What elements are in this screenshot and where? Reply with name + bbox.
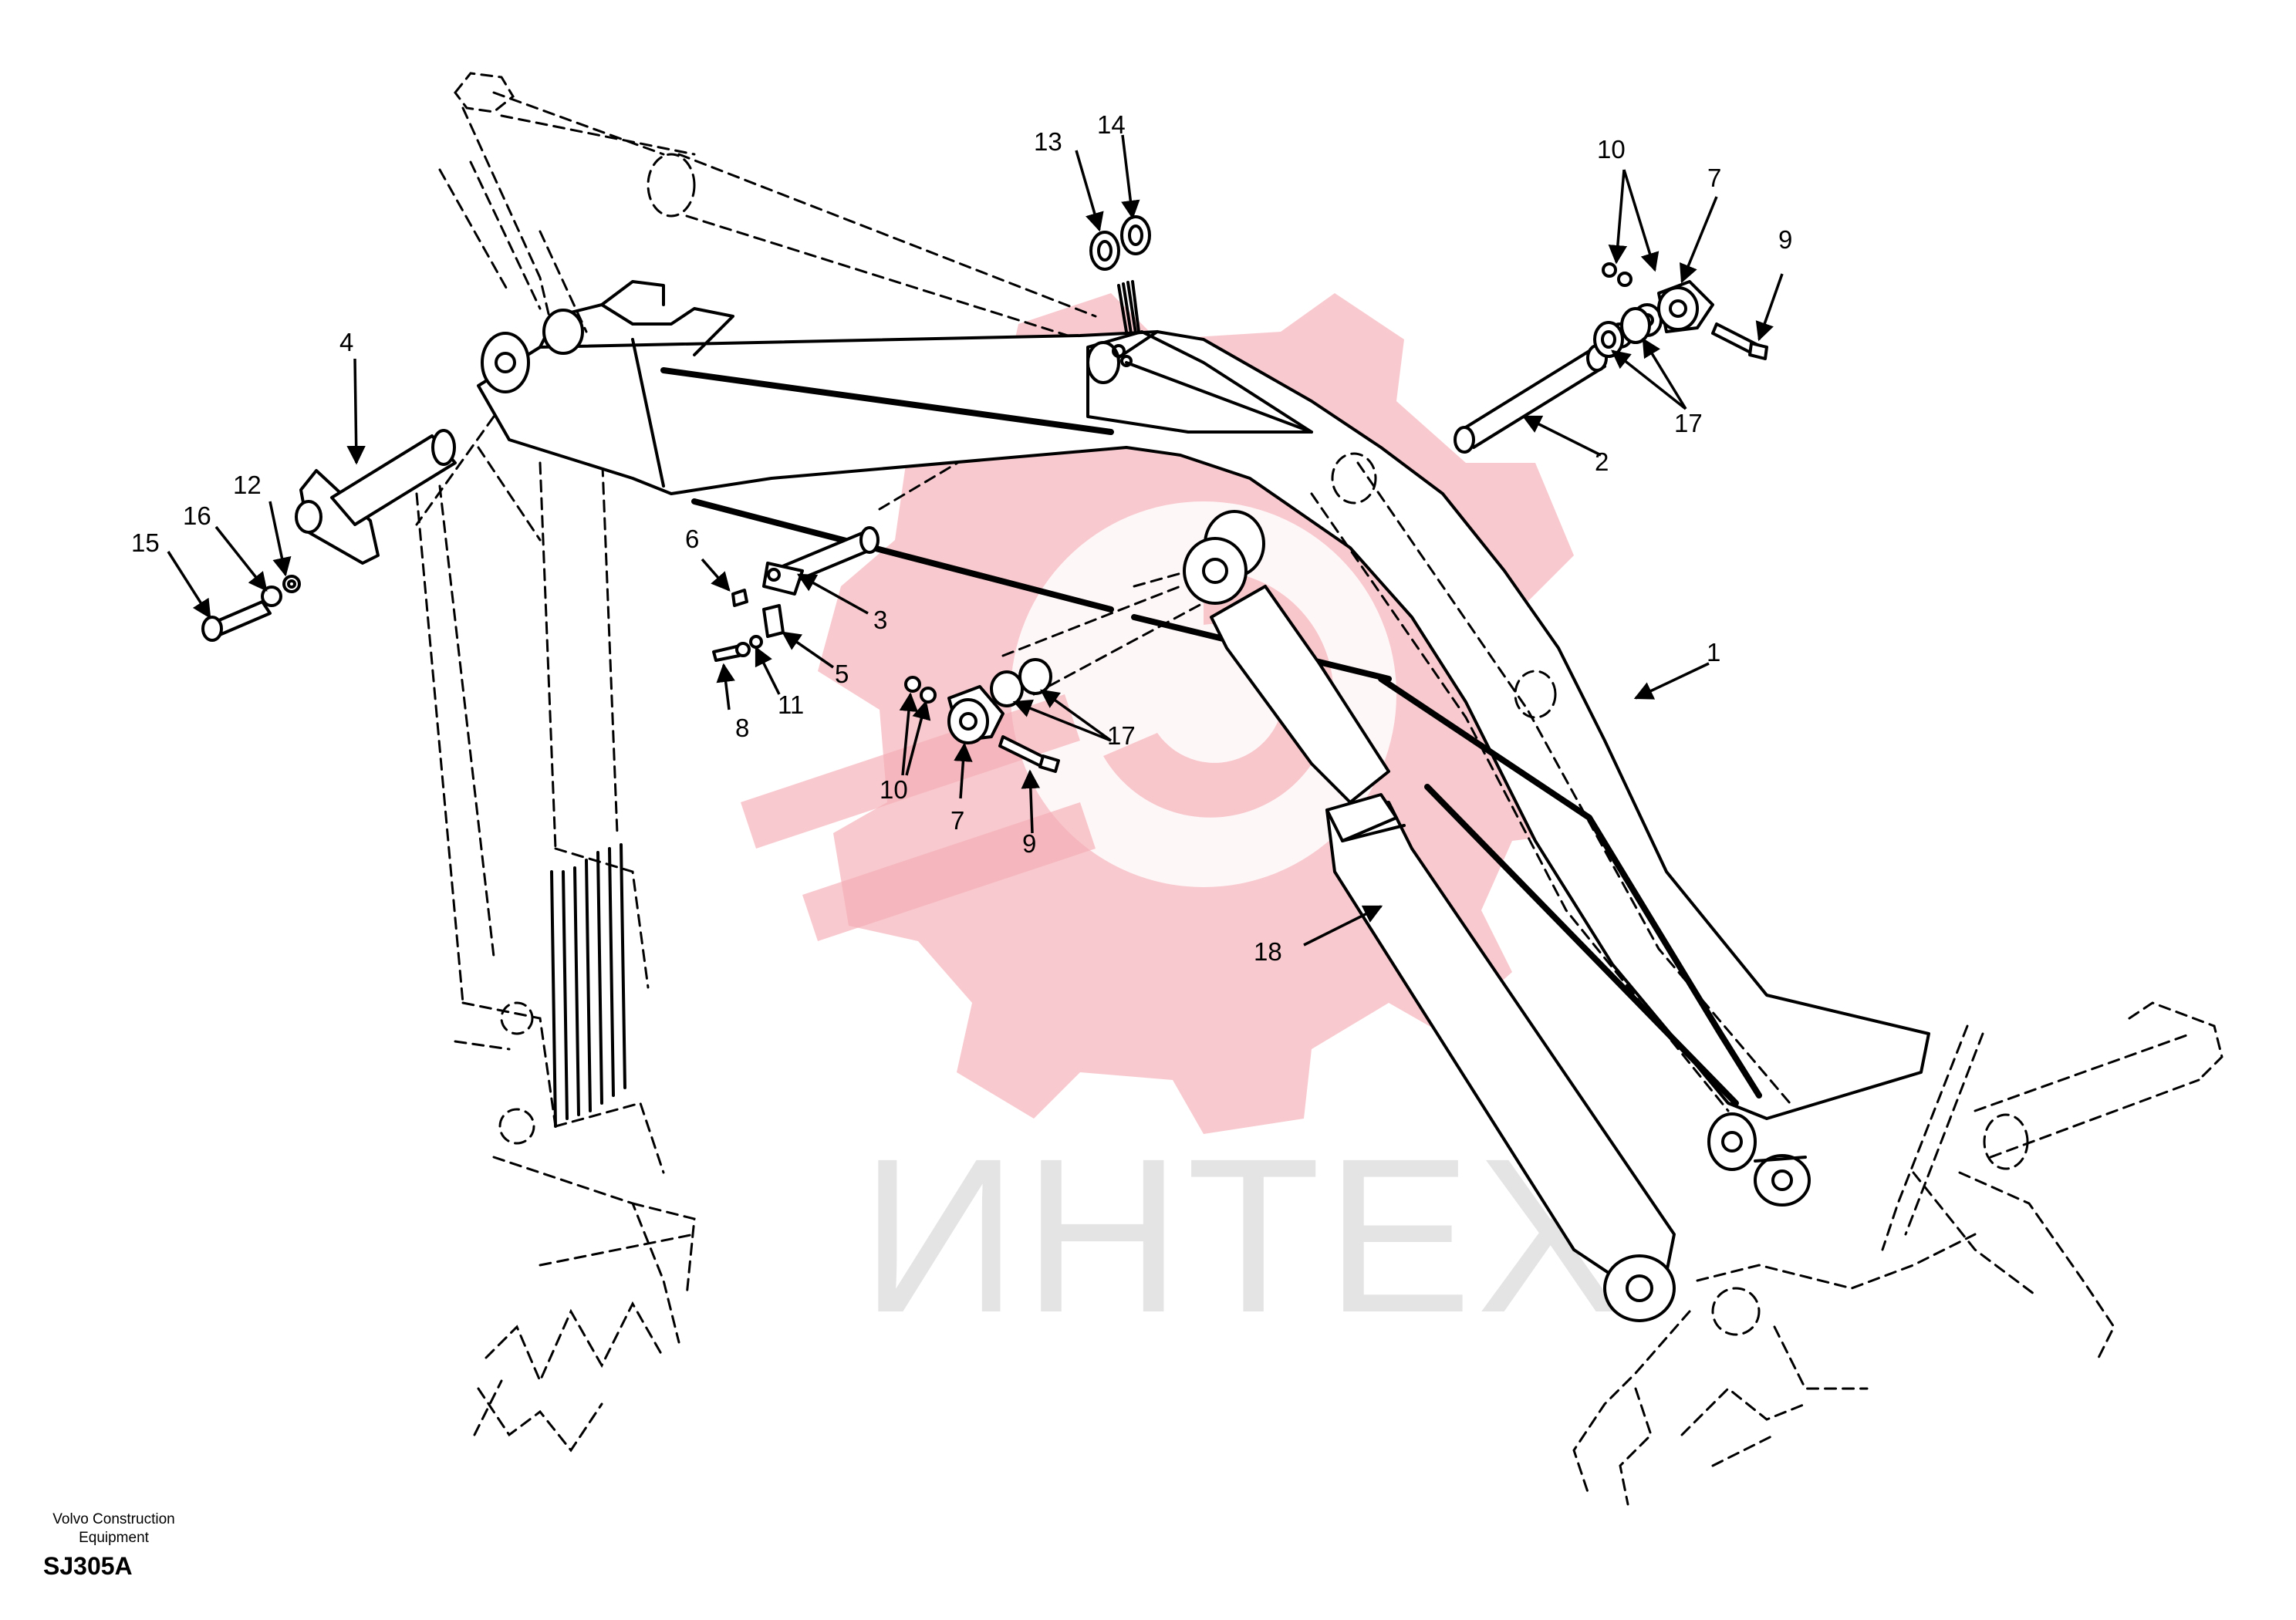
callout-3: 3 (873, 606, 887, 634)
hardware-5-6-8-11 (712, 589, 785, 662)
phantom-left-cylinder-hatch (550, 843, 626, 1128)
callout-13: 13 (1034, 127, 1062, 156)
hardware-upper-right (1602, 262, 1768, 360)
callout-4: 4 (339, 328, 353, 356)
callout-8: 8 (735, 714, 749, 742)
callout-15: 15 (131, 528, 160, 557)
leader-lines (167, 134, 1784, 947)
callout-2: 2 (1595, 447, 1609, 476)
callout-17-lower: 17 (1107, 721, 1136, 750)
part-2-pin (1454, 344, 1608, 454)
callout-10-upper: 10 (1597, 135, 1626, 164)
callout-6: 6 (685, 525, 699, 553)
part-4-pin (295, 429, 457, 565)
callout-17-upper: 17 (1674, 409, 1703, 437)
brand-line-1: Volvo Construction (52, 1511, 175, 1527)
washers-17-upper (1593, 307, 1651, 358)
callout-1: 1 (1707, 638, 1720, 667)
callout-11: 11 (778, 690, 804, 719)
callout-12: 12 (233, 471, 262, 499)
bucket-cylinder (1183, 510, 1676, 1322)
diagram-code: SJ305A (43, 1552, 133, 1580)
callout-5: 5 (835, 660, 849, 688)
callout-9-lower: 9 (1022, 829, 1036, 858)
washers-13-14 (1089, 215, 1151, 335)
hardware-lower-middle (904, 658, 1060, 773)
callout-10-lower: 10 (880, 775, 908, 804)
watermark-text: ИНТЕХ (860, 1113, 1628, 1358)
phantom-right-linkage (1572, 1001, 2223, 1506)
arm (477, 280, 1930, 1207)
callout-7-upper: 7 (1707, 164, 1721, 192)
callout-labels: 1 2 3 4 5 6 7 7 8 9 9 10 10 11 12 13 14 … (131, 110, 1792, 966)
brand-line-2: Equipment (79, 1530, 149, 1546)
callout-7-lower: 7 (950, 806, 964, 835)
callout-14: 14 (1097, 110, 1126, 139)
callout-18: 18 (1254, 937, 1282, 966)
brand-caption: Volvo Construction Equipment (46, 1510, 181, 1547)
part-3-pin (762, 526, 880, 596)
callout-16: 16 (183, 501, 211, 530)
bolt-group-15-16-12 (201, 575, 301, 642)
callout-9-upper: 9 (1778, 225, 1792, 254)
